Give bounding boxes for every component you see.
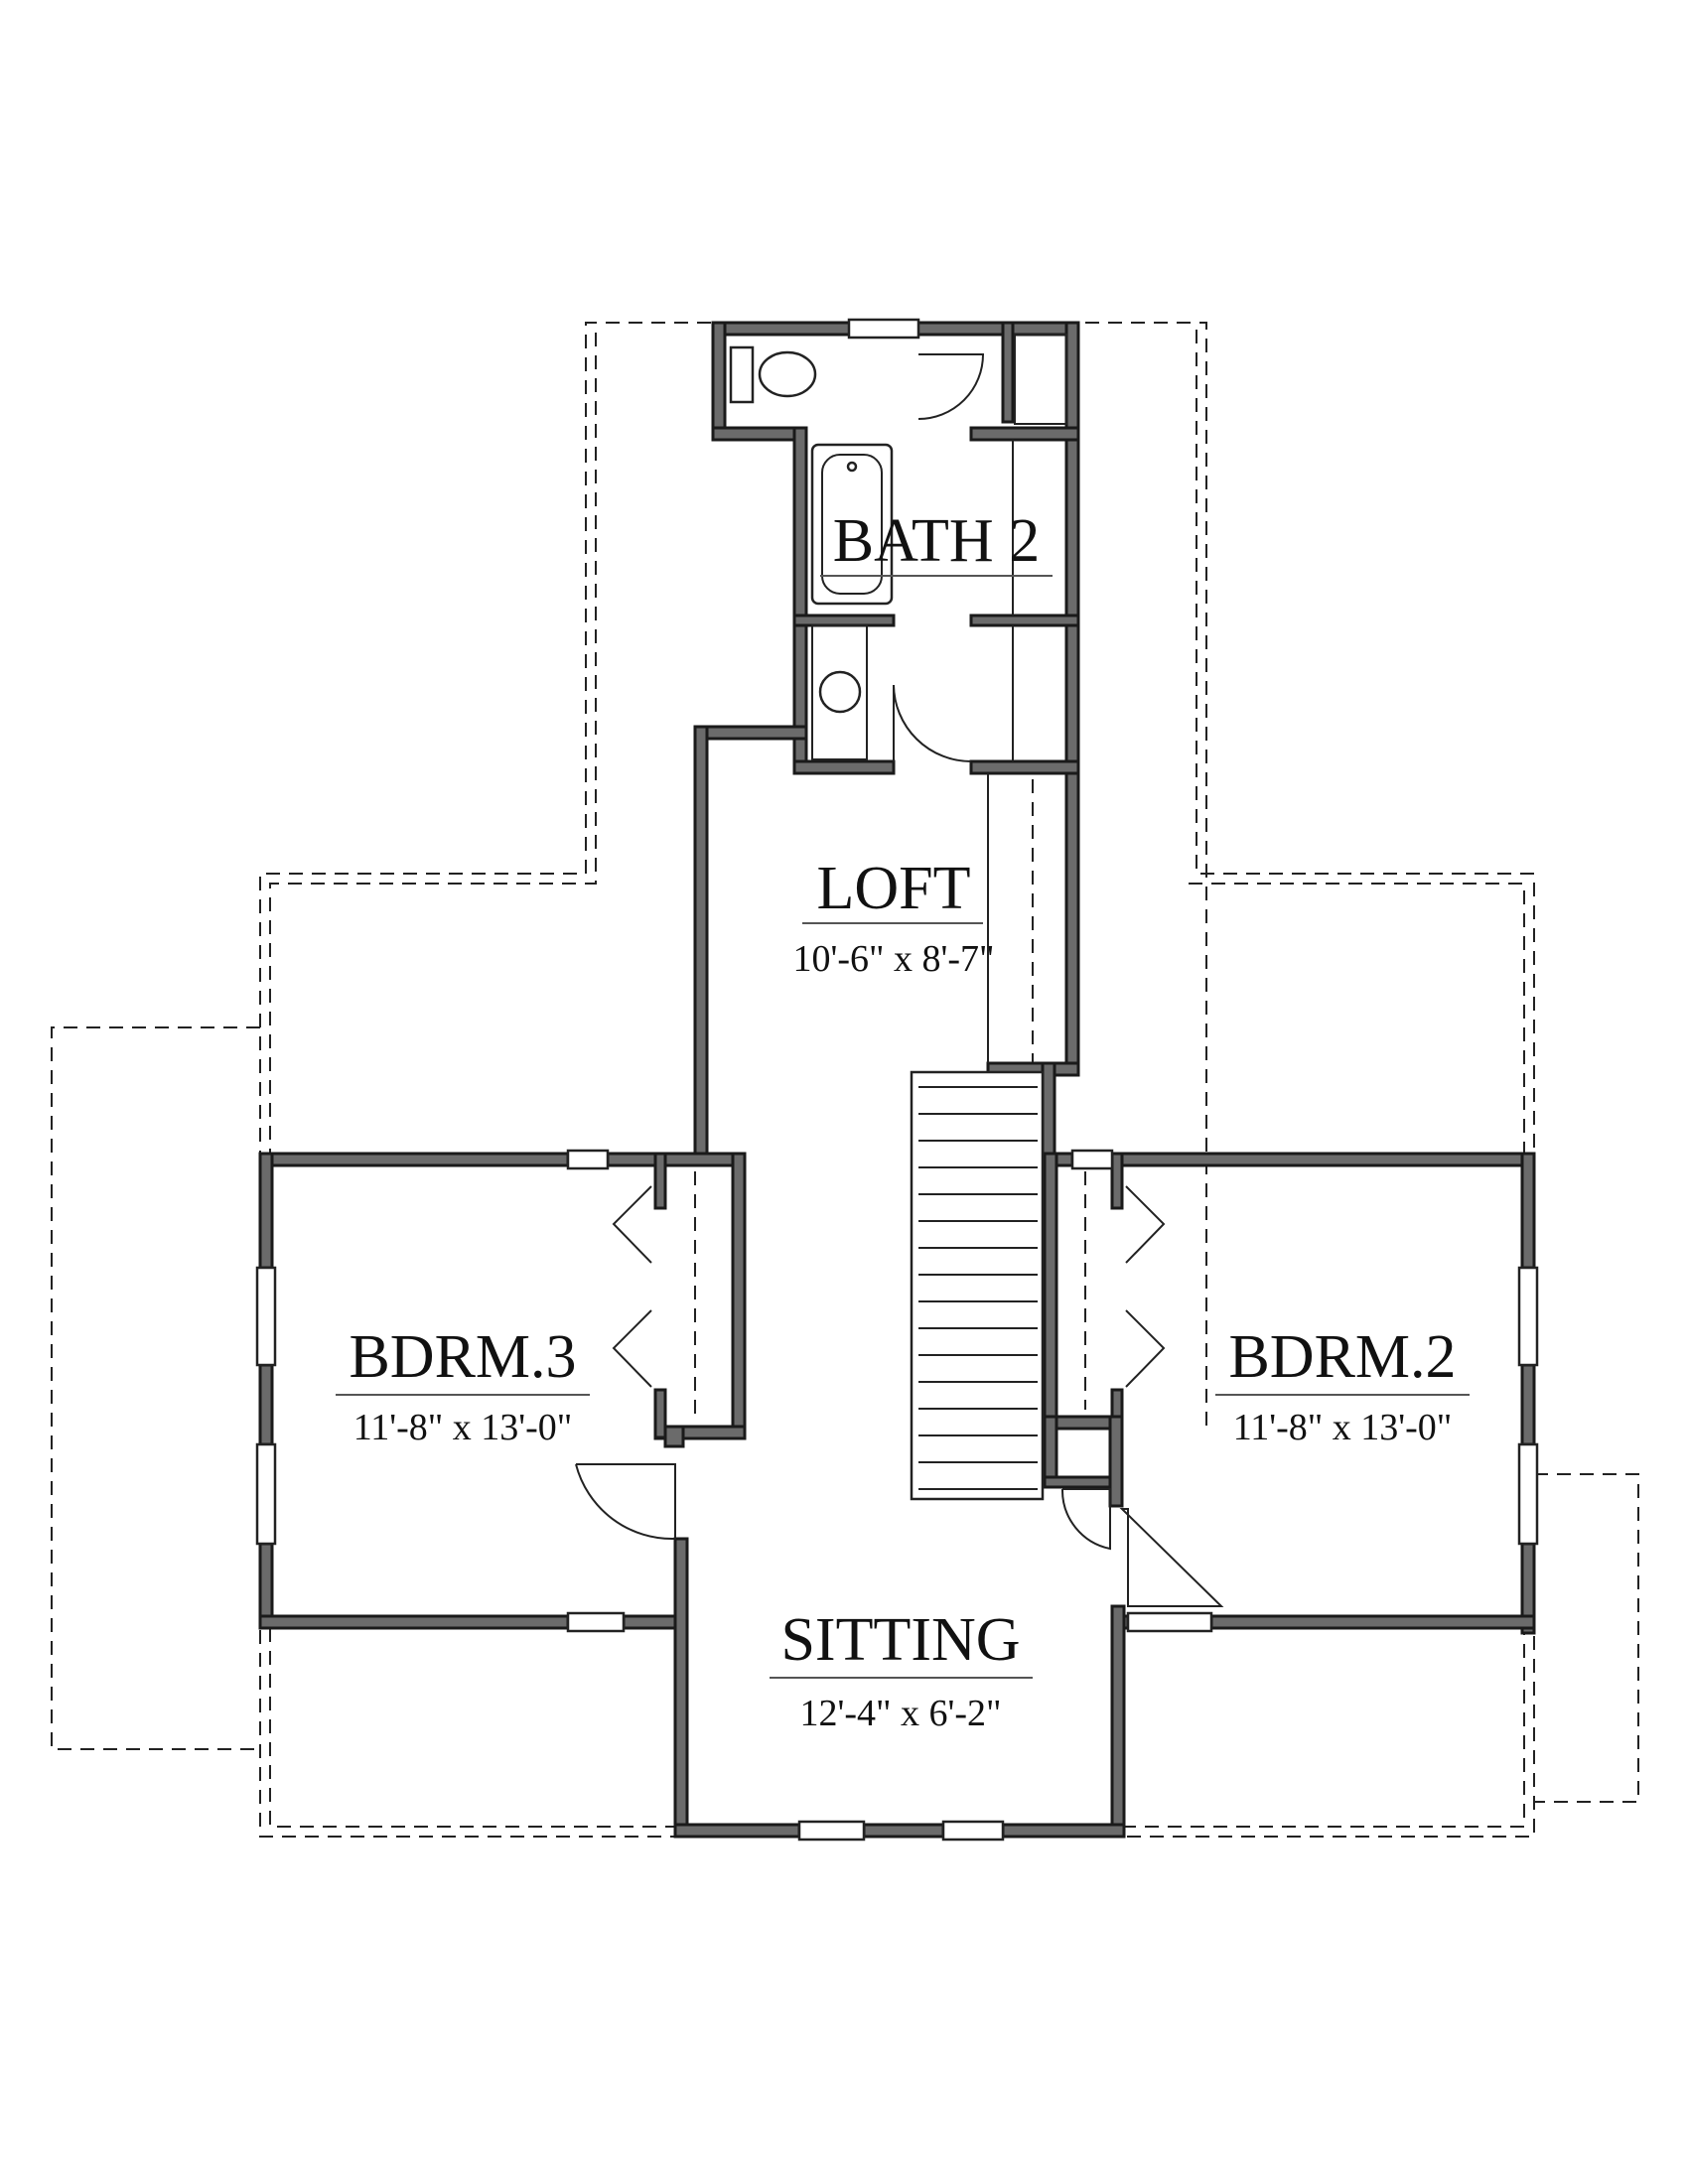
room-dims-bdrm3: 11'-8" x 13'-0"	[353, 1407, 573, 1448]
room-dims-sitting: 12'-4" x 6'-2"	[799, 1693, 1001, 1734]
walls	[258, 321, 1536, 1839]
toilet-tank	[729, 345, 755, 404]
roof-outline	[51, 322, 1639, 1838]
room-name-bdrm3: BDRM.3	[349, 1323, 576, 1391]
room-name-bdrm2: BDRM.2	[1228, 1323, 1456, 1391]
stair-treads	[918, 1086, 1038, 1490]
room-name-sitting: SITTING	[780, 1606, 1020, 1674]
linen-closet	[1014, 334, 1067, 425]
door-swing-closet	[1060, 1488, 1111, 1551]
bifold-door-bdrm3-lower	[612, 1309, 652, 1388]
vanity-counter	[811, 624, 868, 760]
doors	[575, 353, 1224, 1607]
door-swing-bdrm3	[575, 1463, 676, 1541]
bathtub-icon	[810, 443, 894, 606]
room-name-loft: LOFT	[817, 855, 971, 922]
bifold-door-bdrm3-upper	[612, 1185, 652, 1264]
sink-icon	[818, 670, 862, 714]
porch-left-outline	[51, 1026, 260, 1750]
room-dims-loft: 10'-6" x 8'-7"	[792, 938, 994, 980]
room-name-bath2: BATH 2	[833, 507, 1040, 575]
staircase	[910, 773, 1045, 1501]
toilet-icon	[758, 350, 817, 398]
door-swing-bath	[893, 684, 972, 762]
bifold-door-bdrm2-lower	[1125, 1309, 1166, 1388]
bath-fixtures	[729, 334, 1067, 761]
porch-right-outline	[1534, 1473, 1639, 1803]
windows	[255, 318, 1539, 1842]
bifold-door-bdrm2-upper	[1125, 1185, 1166, 1264]
room-labels: BATH 2 LOFT 10'-6" x 8'-7" BDRM.3 11'-8"…	[336, 507, 1470, 1734]
room-dims-bdrm2: 11'-8" x 13'-0"	[1233, 1407, 1453, 1448]
door-swing-bdrm2	[1119, 1508, 1224, 1607]
door-swing-toilet	[917, 353, 985, 420]
